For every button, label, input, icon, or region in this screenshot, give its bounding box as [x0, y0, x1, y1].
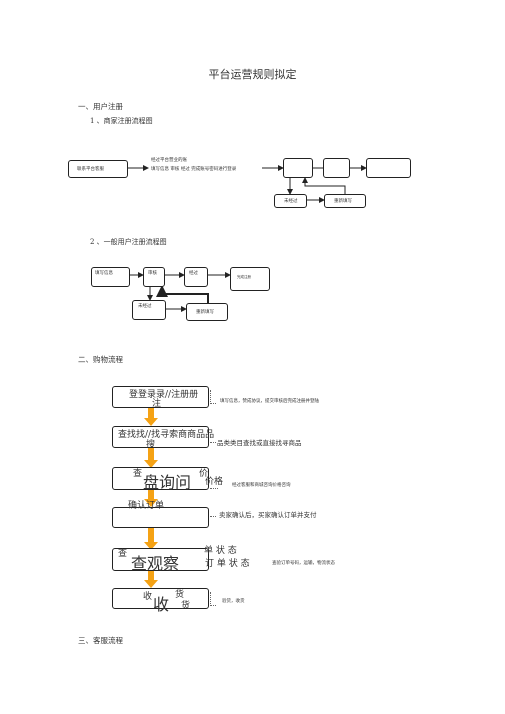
box-contact-service: 联系平台客服	[68, 160, 128, 178]
box-user-refill-label: 重新填写	[196, 310, 214, 315]
step-receive-left: 收	[143, 592, 153, 602]
arrow-refill-back-user	[156, 285, 209, 303]
box-user-fail-label: 未经过	[138, 304, 152, 309]
step-inquiry: 查 盘询问 价	[112, 467, 209, 492]
subsection-user-registration: 2 、一般用户注册流程图	[90, 238, 167, 246]
step-search-goods: 查找找//找寻索商商品品 搜	[112, 426, 214, 450]
step-receive-r2: 货	[181, 601, 191, 611]
step-inquiry-tail1: 价	[199, 469, 209, 479]
step-search-sub: 搜	[146, 440, 156, 450]
bracket-step6	[210, 592, 216, 606]
step-view-order: 查 查观察	[112, 548, 209, 573]
box-merchant-refill: 重新填写	[324, 194, 366, 208]
step-search-label: 查找找//找寻索商商品品	[118, 430, 215, 440]
box-user-fill-label: 填写信息	[95, 271, 113, 276]
step-inquiry-pre: 查	[133, 469, 143, 479]
step-login-label: 登登录录//注册册	[129, 390, 199, 400]
step-confirm-label: 确认订单	[128, 501, 165, 511]
step-view-status2: 订 单 状 态	[205, 559, 250, 569]
step-search-desc: 品类类目查找或直接找寻商品	[217, 439, 302, 447]
box-user-done: 完成注册	[230, 267, 270, 291]
box-user-fill: 填写信息	[91, 267, 130, 287]
box-merchant-step2	[323, 158, 350, 178]
box-user-review-label: 审核	[148, 271, 157, 276]
dotline-step3	[210, 488, 218, 489]
box-user-pass: 经过	[184, 267, 208, 287]
bracket-step1	[210, 390, 216, 404]
step-receive-label: 收	[153, 595, 170, 614]
step-confirm-order	[112, 507, 209, 528]
arrow-refill-back	[302, 177, 346, 194]
shopping-arrows	[144, 408, 158, 588]
section-customer-service: 三、客服流程	[78, 636, 123, 645]
box-user-done-label: 完成注册	[237, 275, 251, 279]
page-title: 平台运营规则拟定	[208, 68, 297, 81]
box-merchant-step1	[283, 158, 313, 178]
box-merchant-fail-label: 未经过	[284, 199, 298, 204]
step-receive-r1: 货	[175, 590, 185, 600]
box-merchant-refill-label: 重新填写	[334, 199, 352, 204]
step-inquiry-desc: 经过客服和商城咨询价格咨询	[232, 483, 291, 488]
dotline-step2	[210, 442, 216, 443]
box-user-refill: 重新填写	[186, 303, 228, 321]
step-inquiry-label: 盘询问	[143, 473, 192, 492]
subsection-merchant-registration: 1 、商家注册流程图	[90, 117, 153, 125]
merchant-notice-line1: 经过平台营业的账	[151, 158, 187, 163]
step-receive-desc: 验货，收货	[222, 599, 245, 604]
box-contact-service-label: 联系平台客服	[77, 167, 104, 172]
box-user-review: 审核	[143, 267, 165, 287]
merchant-notice-line2: 填写信息 审核 经过 完成账号密码进行登录	[151, 167, 237, 172]
section-shopping-flow: 二、购物流程	[78, 355, 123, 364]
step-view-label: 查观察	[131, 554, 180, 573]
step-view-desc: 查验订单号码，运输，物流状态	[272, 561, 335, 566]
section-user-registration: 一、用户注册	[78, 102, 123, 111]
step-receive-goods: 收 收 货 货	[112, 588, 209, 614]
step-view-status1: 单 状 态	[204, 546, 237, 556]
step-view-pre: 查	[118, 549, 128, 559]
step-inquiry-tail2: 价格	[205, 477, 224, 487]
box-user-fail: 未经过	[132, 300, 166, 320]
step-login-desc: 填写信息，赞成协议，提交审核后完成注册并登陆	[220, 399, 319, 404]
box-user-pass-label: 经过	[189, 271, 198, 276]
step-login-sub: 注	[152, 399, 162, 409]
box-merchant-step3	[366, 158, 411, 178]
step-confirm-desc: 卖家确认后，买家确认订单并支付	[219, 511, 317, 519]
box-merchant-fail: 未经过	[274, 194, 307, 208]
dotline-step4	[210, 516, 216, 517]
step-login-register: 登登录录//注册册 注	[112, 386, 209, 409]
